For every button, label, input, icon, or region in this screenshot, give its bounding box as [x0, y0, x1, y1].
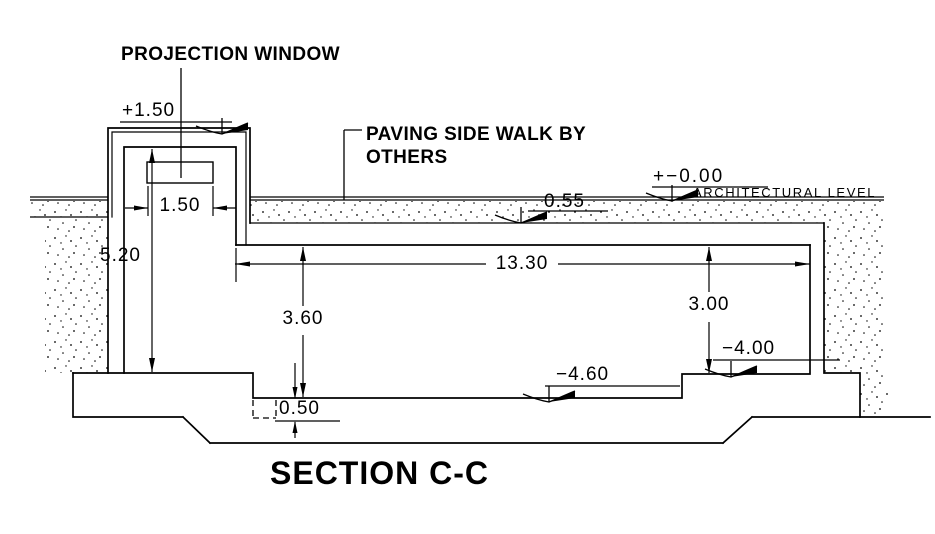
- leader-lines: [120, 68, 840, 422]
- level-paving-underside: 0.55: [544, 191, 585, 212]
- dim-window-width: 1.50: [159, 195, 201, 216]
- dim-shaft-depth: 5.20: [100, 245, 141, 266]
- level-bench: −4.00: [722, 338, 776, 359]
- level-architectural-zero: +−0.00: [653, 166, 725, 187]
- dim-pool-depth-left: 3.60: [282, 308, 324, 329]
- architectural-level-label: ARCHITECTURAL LEVEL: [693, 185, 877, 200]
- level-floor: −4.60: [556, 364, 610, 385]
- projection-window-callout: PROJECTION WINDOW: [121, 44, 340, 65]
- section-title: SECTION C-C: [270, 455, 489, 491]
- dim-slab-thickness: 0.50: [279, 398, 320, 419]
- structure-outline: [72, 127, 931, 445]
- earth-hatch: [30, 201, 888, 417]
- dim-pool-length: 13.30: [495, 253, 549, 274]
- ground-lines: [30, 196, 884, 224]
- dim-pool-depth-right: 3.00: [688, 294, 730, 315]
- dimension-arrows: [134, 149, 810, 433]
- hidden-lines: [252, 400, 277, 419]
- level-tower-top: +1.50: [122, 100, 176, 121]
- paving-sidewalk-callout: PAVING SIDE WALK BY OTHERS: [366, 124, 587, 168]
